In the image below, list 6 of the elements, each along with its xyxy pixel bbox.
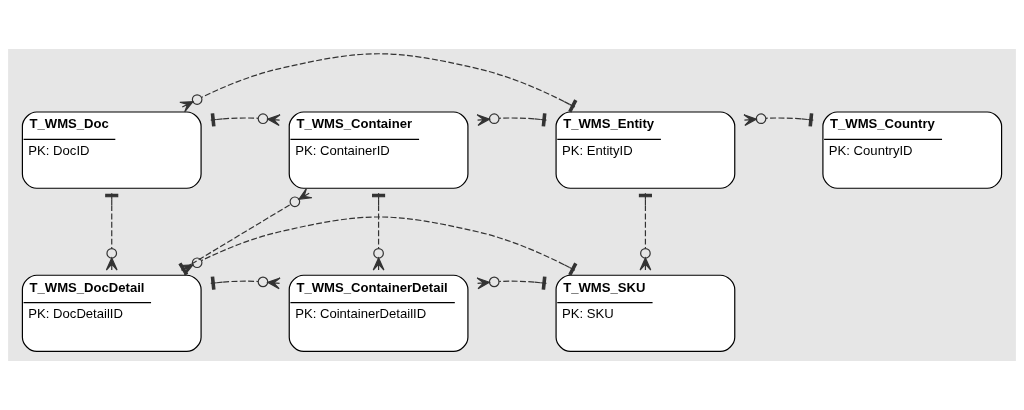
connector: [743, 113, 814, 127]
connector: [210, 113, 281, 127]
connector: [476, 276, 548, 290]
connector: [210, 276, 281, 290]
connector: [476, 113, 548, 127]
connector: [179, 53, 578, 113]
